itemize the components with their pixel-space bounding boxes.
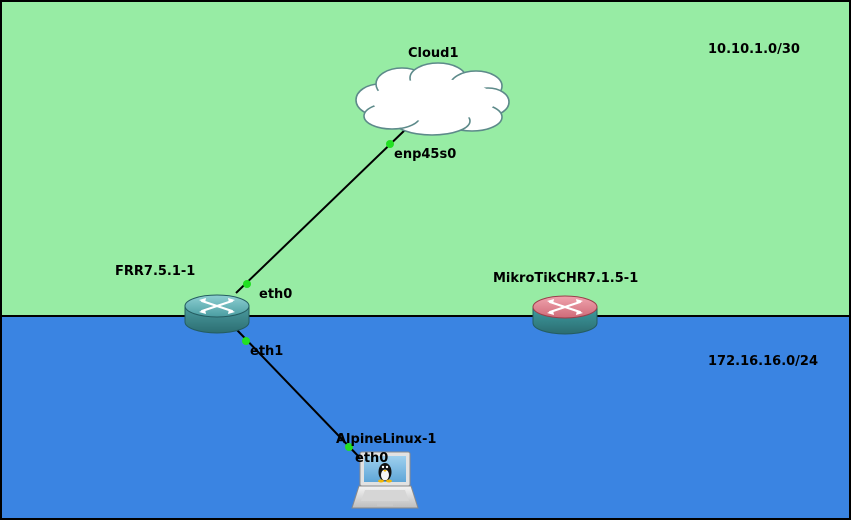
zone-bottom (0, 315, 851, 520)
link-frr-alpine[interactable] (236, 329, 363, 461)
mikrotik-node-label[interactable]: MikroTikCHR7.1.5-1 (493, 271, 639, 286)
link-cloud-frr[interactable] (235, 127, 408, 294)
cloud-icon[interactable] (355, 62, 510, 136)
zone-bottom-subnet-label: 172.16.16.0/24 (708, 354, 819, 369)
router-icon[interactable] (532, 295, 598, 335)
port-label-frr-eth1: eth1 (250, 344, 284, 359)
port-dot (243, 280, 251, 288)
port-label-enp45s0: enp45s0 (394, 147, 457, 162)
zone-top-subnet-label: 10.10.1.0/30 (708, 42, 800, 57)
port-dot (386, 140, 394, 148)
port-dot (345, 443, 353, 451)
port-dot (242, 337, 250, 345)
router-icon[interactable] (184, 294, 250, 334)
port-label-frr-eth0: eth0 (259, 287, 293, 302)
linux-laptop-icon[interactable] (351, 451, 419, 509)
port-label-alpine-eth0: eth0 (355, 451, 389, 466)
cloud-node-label[interactable]: Cloud1 (408, 46, 459, 61)
alpine-node-label[interactable]: AlpineLinux-1 (336, 432, 437, 447)
zone-top (0, 0, 851, 317)
frr-node-label[interactable]: FRR7.5.1-1 (115, 264, 196, 279)
